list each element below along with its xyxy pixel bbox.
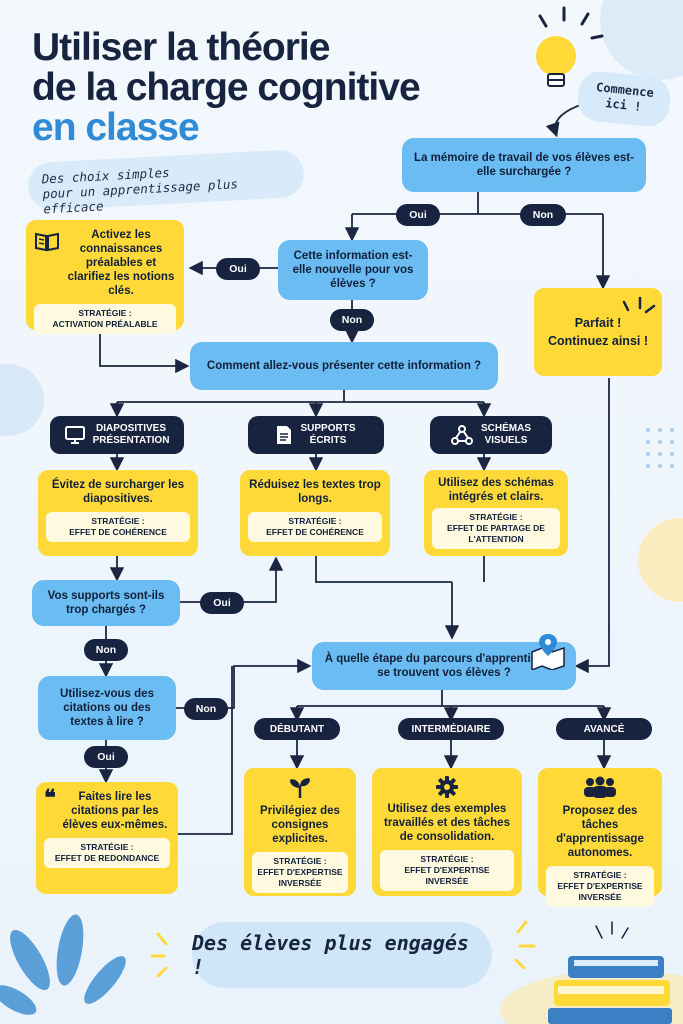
- sparkle-icon: [622, 296, 656, 314]
- nodes-icon: [450, 425, 473, 445]
- books-icon: [548, 921, 672, 1024]
- question-overloaded-materials[interactable]: Vos supports sont-ils trop chargés ?: [32, 580, 180, 626]
- question-quotes-text: Utilisez-vous des citations ou des texte…: [60, 688, 154, 728]
- format-slides-line-1: DIAPOSITIVES: [95, 423, 166, 434]
- format-diagrams-line-2: VISUELS: [484, 435, 528, 446]
- q2-yes-label: Oui: [216, 258, 260, 280]
- tip-intermediate-strategy-name: EFFET D'EXPERTISE INVERSÉE: [404, 865, 490, 886]
- lightbulb-icon: [536, 6, 604, 87]
- question-learning-stage-text: À quelle étape du parcours d'apprentissa…: [324, 653, 564, 679]
- tip-quotes-strategy-label: STRATÉGIE :: [80, 842, 134, 852]
- activation-strategy-name: ACTIVATION PRÉALABLE: [52, 319, 158, 329]
- question-quotes[interactable]: Utilisez-vous des citations ou des texte…: [38, 676, 176, 740]
- tip-slides-card: Évitez de surcharger les diapositives. S…: [38, 470, 198, 556]
- tip-beginner-strategy-label: STRATÉGIE :: [273, 856, 327, 866]
- title-line-1: Utiliser la théorie: [32, 26, 330, 69]
- tip-written-card: Réduisez les textes trop longs. STRATÉGI…: [240, 470, 390, 556]
- tip-diagrams-text: Utilisez des schémas intégrés et clairs.: [438, 477, 554, 503]
- tip-beginner-strategy: STRATÉGIE : EFFET D'EXPERTISE INVERSÉE: [252, 852, 348, 893]
- tip-diagrams-strategy: STRATÉGIE : EFFET DE PARTAGE DE L'ATTENT…: [432, 508, 560, 549]
- monitor-icon: [64, 426, 85, 444]
- format-slides-line-2: PRÉSENTATION: [92, 435, 170, 446]
- question-overloaded-materials-text: Vos supports sont-ils trop chargés ?: [47, 590, 165, 616]
- question-presentation-text: Comment allez-vous présenter cette infor…: [206, 360, 482, 372]
- stage-beginner[interactable]: DÉBUTANT: [254, 718, 340, 740]
- q4-no-label: Non: [84, 639, 128, 661]
- tip-advanced-card: Proposez des tâches d'apprentissage auto…: [538, 768, 662, 907]
- tip-intermediate-card: Utilisez des exemples travaillés et des …: [372, 768, 522, 896]
- tip-written-strategy: STRATÉGIE : EFFET DE COHÉRENCE: [248, 512, 382, 542]
- footer-banner: Des élèves plus engagés !: [192, 922, 492, 988]
- tip-beginner-strategy-name: EFFET D'EXPERTISE INVERSÉE: [257, 867, 343, 888]
- footer-text: Des élèves plus engagés !: [192, 931, 469, 979]
- start-note-line-1: Commence: [595, 80, 655, 101]
- format-diagrams-line-1: SCHÉMAS: [480, 423, 531, 434]
- tip-quotes-strategy: STRATÉGIE : EFFET DE REDONDANCE: [44, 838, 170, 868]
- tip-slides-text: Évitez de surcharger les diapositives.: [51, 479, 185, 505]
- format-written-line-1: SUPPORTS: [300, 423, 356, 434]
- tip-quotes-card: ❝ Faites lire les citations par les élèv…: [36, 782, 178, 894]
- document-icon: [277, 426, 292, 444]
- tip-diagrams-strategy-label: STRATÉGIE :: [469, 512, 523, 522]
- q5-yes-label: Oui: [84, 746, 128, 768]
- tip-advanced-strategy: STRATÉGIE : EFFET D'EXPERTISE INVERSÉE: [546, 866, 654, 907]
- q1-yes-label: Oui: [396, 204, 440, 226]
- tip-written-strategy-label: STRATÉGIE :: [288, 516, 342, 526]
- stage-advanced[interactable]: AVANCÉ: [556, 718, 652, 740]
- question-working-memory[interactable]: La mémoire de travail de vos élèves est-…: [402, 138, 646, 192]
- sprout-icon: [290, 778, 310, 798]
- format-written-line-2: ÉCRITS: [309, 435, 347, 446]
- gear-icon: [436, 776, 458, 798]
- title-line-3: en classe: [32, 106, 200, 149]
- book-icon: [35, 232, 59, 252]
- question-new-information[interactable]: Cette information est-elle nouvelle pour…: [278, 240, 428, 300]
- question-presentation[interactable]: Comment allez-vous présenter cette infor…: [190, 342, 498, 390]
- tip-advanced-text: Proposez des tâches d'apprentissage auto…: [556, 805, 644, 859]
- q2-no-label: Non: [330, 309, 374, 331]
- quote-mark-icon: ❝: [44, 785, 56, 811]
- tip-slides-strategy-name: EFFET DE COHÉRENCE: [69, 527, 167, 537]
- q5-no-label: Non: [184, 698, 228, 720]
- perfect-line-2: Continuez ainsi !: [548, 334, 648, 348]
- tip-intermediate-strategy-label: STRATÉGIE :: [420, 854, 474, 864]
- tip-slides-strategy-label: STRATÉGIE :: [91, 516, 145, 526]
- perfect-line-1: Parfait !: [574, 316, 622, 330]
- group-icon: [584, 776, 616, 798]
- tip-intermediate-text: Utilisez des exemples travaillés et des …: [384, 803, 510, 843]
- page-title: Utiliser la théorie de la charge cogniti…: [32, 28, 512, 148]
- tip-advanced-strategy-label: STRATÉGIE :: [573, 870, 627, 880]
- sparkle-right-icon: [514, 920, 536, 970]
- q4-yes-label: Oui: [200, 592, 244, 614]
- tip-written-text: Réduisez les textes trop longs.: [249, 479, 381, 505]
- tip-diagrams-strategy-name: EFFET DE PARTAGE DE L'ATTENTION: [447, 523, 545, 544]
- tip-beginner-card: Privilégiez des consignes explicites. ST…: [244, 768, 356, 896]
- activation-tip-text: Activez les connaissances préalables et …: [67, 229, 175, 297]
- tip-quotes-strategy-name: EFFET DE REDONDANCE: [54, 853, 160, 863]
- question-new-information-text: Cette information est-elle nouvelle pour…: [292, 250, 414, 290]
- plant-icon: [0, 914, 126, 1015]
- map-pin-icon: [531, 634, 565, 670]
- start-note-line-2: ici !: [604, 96, 643, 114]
- tip-intermediate-strategy: STRATÉGIE : EFFET D'EXPERTISE INVERSÉE: [380, 850, 514, 891]
- tip-written-strategy-name: EFFET DE COHÉRENCE: [266, 527, 364, 537]
- tip-advanced-strategy-name: EFFET D'EXPERTISE INVERSÉE: [557, 881, 643, 902]
- tip-beginner-text: Privilégiez des consignes explicites.: [260, 805, 340, 845]
- activation-strategy-label: STRATÉGIE :: [78, 308, 132, 318]
- tip-quotes-text: Faites lire les citations par les élèves…: [62, 791, 168, 831]
- sparkle-left-icon: [150, 932, 168, 978]
- stage-intermediate[interactable]: INTERMÉDIAIRE: [398, 718, 504, 740]
- title-line-2: de la charge cognitive: [32, 66, 421, 109]
- tip-diagrams-card: Utilisez des schémas intégrés et clairs.…: [424, 470, 568, 556]
- activation-tip-card: Activez les connaissances préalables et …: [26, 220, 184, 334]
- activation-strategy: STRATÉGIE : ACTIVATION PRÉALABLE: [34, 304, 176, 334]
- tip-slides-strategy: STRATÉGIE : EFFET DE COHÉRENCE: [46, 512, 190, 542]
- question-working-memory-text: La mémoire de travail de vos élèves est-…: [414, 152, 634, 178]
- q1-no-label: Non: [520, 204, 566, 226]
